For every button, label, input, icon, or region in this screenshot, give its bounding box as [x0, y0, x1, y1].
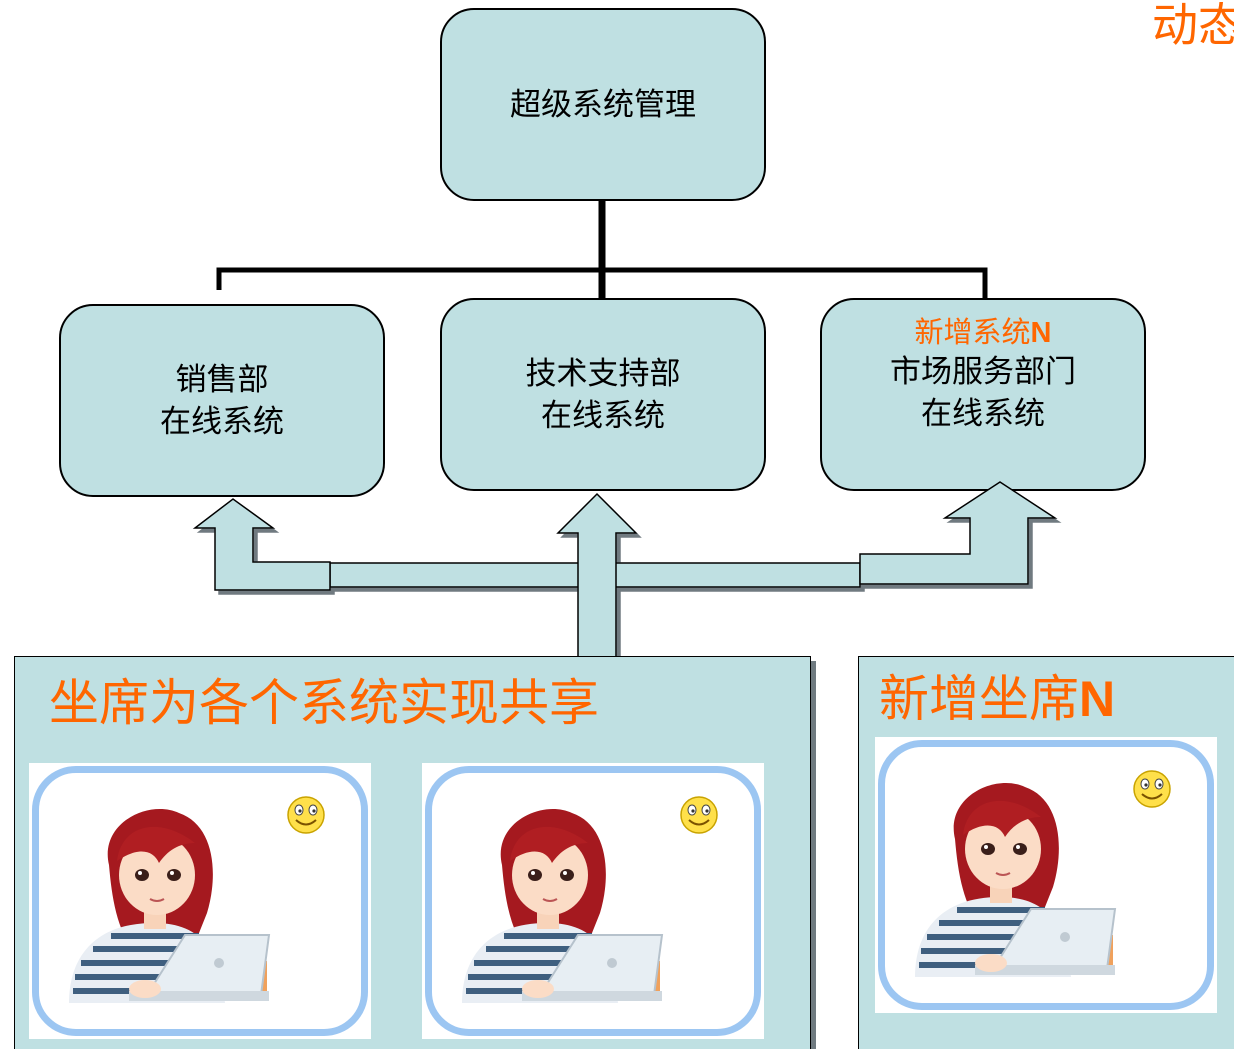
agent-card [29, 763, 371, 1039]
sales-system-line1: 销售部 [175, 361, 269, 398]
new-seat-title-text: 新增坐席 [879, 670, 1079, 728]
branch-line [216, 267, 988, 300]
agent-illustration [875, 737, 1217, 1013]
market-service-line2: 在线系统 [921, 396, 1045, 432]
center-up-arrow [556, 492, 638, 659]
agent-card [875, 737, 1217, 1013]
sales-system-line2: 在线系统 [160, 403, 284, 440]
super-system-management-box: 超级系统管理 [440, 8, 766, 201]
new-system-badge-suffix: N [1030, 317, 1052, 349]
agent-card [422, 763, 764, 1039]
tech-support-line2: 在线系统 [541, 397, 665, 434]
shared-seats-title: 坐席为各个系统实现共享 [49, 674, 599, 732]
hierarchy-connectors [216, 198, 988, 300]
agent-illustration [29, 763, 371, 1039]
shared-seats-panel: 坐席为各个系统实现共享 [14, 656, 811, 1049]
market-service-line1: 市场服务部门 [890, 354, 1076, 390]
tech-support-line1: 技术支持部 [525, 355, 681, 392]
new-seat-title-suffix: N [1079, 671, 1116, 727]
sales-system-box: 销售部 在线系统 [59, 304, 385, 497]
market-service-system-box: 新增系统N 市场服务部门 在线系统 [820, 298, 1146, 491]
new-seat-panel: 新增坐席N [858, 656, 1234, 1049]
distribution-arrows [192, 481, 1058, 659]
left-up-arrow [192, 498, 331, 591]
right-up-arrow [859, 481, 1058, 585]
new-system-badge-text: 新增系统 [914, 315, 1031, 349]
agent-illustration [422, 763, 764, 1039]
super-system-label: 超级系统管理 [510, 86, 696, 123]
new-system-badge: 新增系统N [915, 314, 1052, 351]
tech-support-system-box: 技术支持部 在线系统 [440, 298, 766, 491]
new-seat-title: 新增坐席N [879, 669, 1115, 729]
corner-label: 动态 [1152, 0, 1234, 52]
